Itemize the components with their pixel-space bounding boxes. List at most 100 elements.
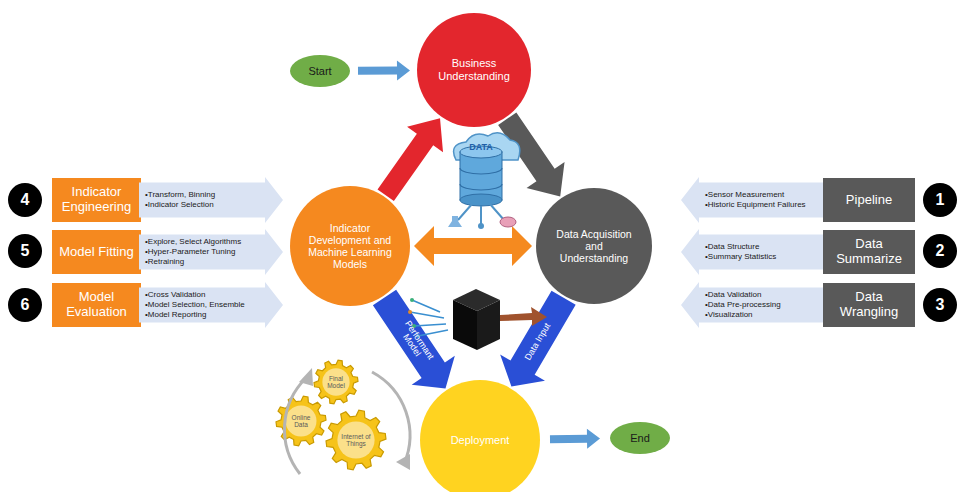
bullet-item: •Data Pre-processing — [705, 300, 781, 310]
phase-circle-shape — [536, 188, 652, 304]
cycle-arrowhead — [396, 454, 410, 470]
terminal-label: Start — [308, 65, 331, 78]
cloud-icon — [454, 133, 520, 160]
bullet-item: •Summary Statistics — [705, 252, 776, 262]
terminal-label: End — [630, 432, 650, 445]
bullet-item: •Model Reporting — [145, 310, 207, 320]
cube-icon — [477, 300, 500, 350]
task-box: Model Evaluation — [52, 283, 141, 327]
flow-arrow — [550, 429, 600, 449]
task-title: Pipeline — [846, 193, 892, 208]
cube-icon — [453, 300, 477, 350]
flow-arrow — [378, 118, 443, 201]
task-detail-band: •Sensor Measurement•Historic Equipment F… — [681, 177, 825, 223]
bullet-item: •Indicator Selection — [145, 200, 214, 210]
icon-text: DATA — [456, 140, 506, 154]
gear-label: Internet of Things — [338, 433, 374, 448]
task-detail-band-shape — [139, 282, 283, 328]
icon-dot — [478, 223, 484, 229]
callout-number: 1 — [923, 183, 957, 217]
phase-circle-shape — [420, 380, 540, 492]
bullet-item: •Historic Equipment Failures — [705, 200, 806, 210]
task-box-shape — [52, 230, 141, 274]
phase-circle: Deployment — [420, 380, 540, 492]
task-box-shape — [823, 230, 915, 274]
bullet-item: •Visualization — [705, 310, 753, 320]
phase-title: Business Understanding — [437, 57, 511, 82]
database-icon — [460, 152, 502, 200]
bullet-item: •Sensor Measurement — [705, 190, 784, 200]
task-box: Model Fitting — [52, 230, 141, 274]
task-title: Data Wrangling — [827, 290, 911, 320]
bullet-item: •Hyper-Parameter Tuning — [145, 247, 235, 257]
flow-arrow — [500, 291, 576, 387]
task-box: Data Wrangling — [823, 283, 915, 327]
bullet-item: •Cross Validation — [145, 290, 205, 300]
task-detail-band-shape — [681, 282, 825, 328]
task-box: Indicator Engineering — [52, 178, 141, 222]
phase-circle: Data Acquisition and Understanding — [536, 188, 652, 304]
gear-node: Online Data — [276, 396, 326, 446]
task-title: Model Evaluation — [56, 290, 137, 320]
callout-number: 6 — [8, 288, 42, 322]
cycle-arrowhead — [299, 368, 313, 386]
task-detail-band: •Cross Validation•Model Selection, Ensem… — [139, 282, 283, 328]
phase-title: Data Acquisition and Understanding — [550, 228, 638, 264]
flow-arrow — [373, 290, 455, 389]
start-terminal: Start — [290, 55, 350, 87]
flow-arrow — [358, 61, 410, 81]
task-box-shape — [52, 283, 141, 327]
task-box-shape — [823, 283, 915, 327]
gear-node-hub — [322, 368, 349, 395]
circuit-node — [408, 310, 412, 314]
phase-circle-shape — [290, 186, 410, 306]
task-box-shape — [52, 178, 141, 222]
phase-title: Deployment — [451, 434, 510, 447]
gear-label: Online Data — [286, 414, 316, 429]
flow-arrow — [498, 113, 564, 197]
callout-number: 2 — [923, 234, 957, 268]
bullet-item: •Data Structure — [705, 242, 759, 252]
flask-icon — [448, 216, 462, 227]
output-arrow — [500, 307, 547, 326]
brain-icon — [500, 217, 516, 227]
phase-circle: Business Understanding — [417, 13, 531, 127]
gear-node: Final Model — [314, 360, 358, 404]
gear-node-shape — [314, 360, 358, 404]
task-title: Indicator Engineering — [56, 185, 137, 215]
database-icon — [460, 194, 502, 206]
task-detail-band: •Transform, Binning•Indicator Selection — [139, 177, 283, 223]
bullet-item: •Data Validation — [705, 290, 761, 300]
phase-title: Indicator Development and Machine Learni… — [306, 222, 394, 270]
gear-node-hub — [337, 421, 374, 458]
cube-icon — [453, 289, 500, 311]
task-detail-band: •Explore, Select Algorithms•Hyper-Parame… — [139, 229, 283, 275]
flow-arrow — [414, 226, 532, 266]
task-detail-band: •Data Validation•Data Pre-processing•Vis… — [681, 282, 825, 328]
gear-node-shape — [276, 396, 326, 446]
callout-number: 4 — [8, 183, 42, 217]
task-detail-band: •Data Structure•Summary Statistics — [681, 229, 825, 275]
start-terminal-shape — [290, 55, 350, 87]
task-title: Data Summarize — [827, 237, 911, 267]
bullet-item: •Model Selection, Ensemble — [145, 300, 245, 310]
task-box: Data Summarize — [823, 230, 915, 274]
gear-node-shape — [326, 410, 386, 470]
bullet-item: •Retraining — [145, 257, 184, 267]
circuit-node — [410, 298, 414, 302]
phase-circle: Indicator Development and Machine Learni… — [290, 186, 410, 306]
end-terminal: End — [610, 422, 670, 454]
task-detail-band-shape — [139, 229, 283, 275]
task-title: Model Fitting — [59, 245, 133, 260]
gear-node: Internet of Things — [326, 410, 386, 470]
phase-circle-shape — [417, 13, 531, 127]
callout-number: 5 — [8, 234, 42, 268]
callout-number: 3 — [923, 288, 957, 322]
icon-stem — [458, 204, 504, 224]
bullet-item: •Transform, Binning — [145, 190, 215, 200]
gear-node-hub — [286, 406, 317, 437]
task-box: Pipeline — [823, 178, 915, 222]
task-detail-band-shape — [681, 177, 825, 223]
task-detail-band-shape — [139, 177, 283, 223]
end-terminal-shape — [610, 422, 670, 454]
